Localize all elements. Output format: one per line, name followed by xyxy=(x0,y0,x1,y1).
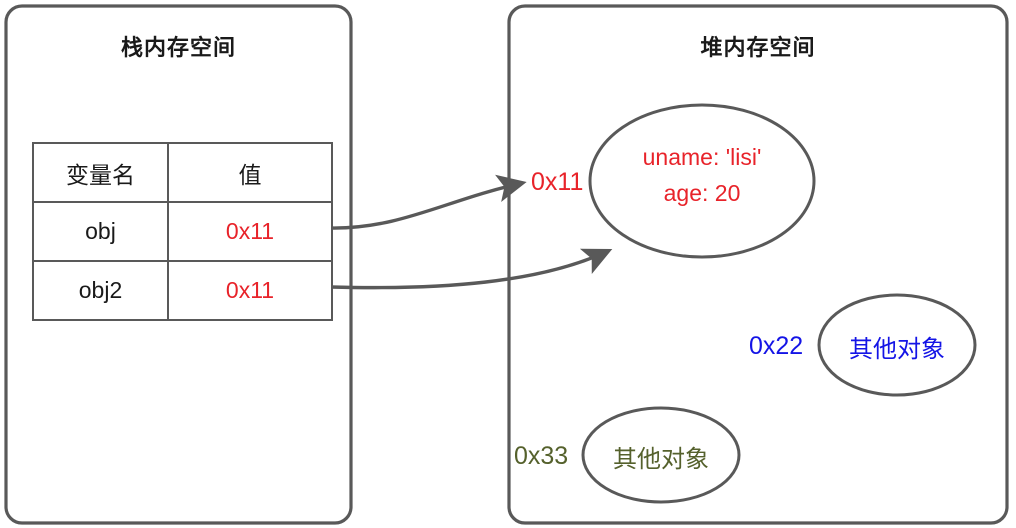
heap-object-0x11-line-1: uname: 'lisi' xyxy=(642,144,762,170)
arrow-obj-to-heap-object xyxy=(330,174,527,230)
heap-address-label-0x11: 0x11 xyxy=(531,168,584,196)
variable-name-obj2: obj2 xyxy=(32,260,169,321)
variable-value-obj: 0x11 xyxy=(167,201,333,262)
table-row: obj2 0x11 xyxy=(32,260,333,321)
heap-object-0x22-content: 其他对象 xyxy=(849,336,945,363)
stack-memory-title: 栈内存空间 xyxy=(120,35,236,60)
table-row: obj 0x11 xyxy=(32,201,333,262)
heap-object-0x11-content: uname: 'lisi' age: 20 xyxy=(602,140,802,211)
heap-memory-title: 堆内存空间 xyxy=(700,35,816,60)
table-header-row: 变量名 值 xyxy=(32,142,333,203)
heap-address-label-0x33: 0x33 xyxy=(514,442,569,470)
arrow-obj2-to-heap-object xyxy=(330,248,613,290)
heap-object-0x11-line-2: age: 20 xyxy=(663,179,741,206)
variable-name-obj: obj xyxy=(32,201,169,262)
variable-value-obj2: 0x11 xyxy=(167,260,333,321)
stack-variable-table: 变量名 值 obj 0x11 obj2 0x11 xyxy=(32,142,333,321)
heap-object-0x33-content: 其他对象 xyxy=(613,446,709,473)
heap-address-label-0x22: 0x22 xyxy=(749,332,804,360)
column-header-value: 值 xyxy=(167,142,333,203)
column-header-variable-name: 变量名 xyxy=(32,142,169,203)
